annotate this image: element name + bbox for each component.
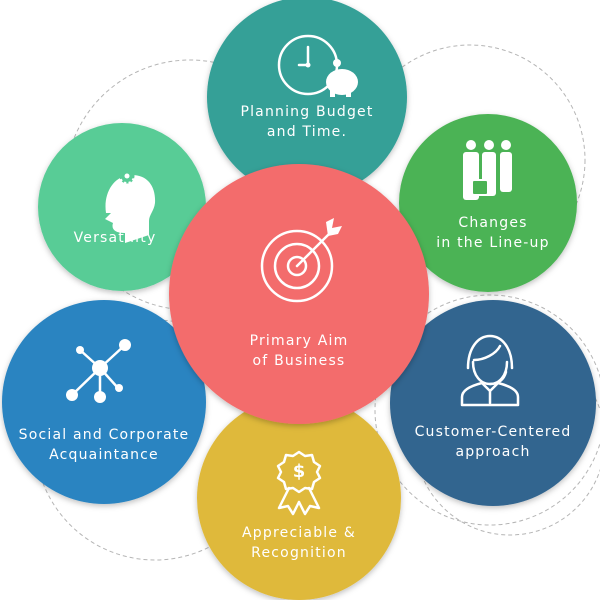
changes-circle (399, 114, 577, 292)
customer-circle (390, 300, 596, 506)
node-recognition: $ Appreciable & Recognition (197, 396, 401, 600)
social-label-2: Acquaintance (49, 447, 159, 463)
changes-label-1: Changes (458, 215, 527, 231)
clock-piggybank-icon (277, 34, 358, 97)
planning-label-2: and Time. (267, 124, 347, 140)
target-icon (260, 218, 342, 303)
center-circle (169, 164, 429, 424)
node-versatility: Versatility (38, 123, 206, 291)
head-gear-icon (105, 168, 156, 243)
customer-label-2: approach (455, 444, 530, 460)
node-planning: Planning Budget and Time. (207, 0, 407, 197)
node-center-primary-aim: Primary Aim of Business (169, 164, 429, 424)
node-customer: Customer-Centered approach (390, 300, 596, 506)
social-circle (2, 300, 206, 504)
social-label-1: Social and Corporate (19, 427, 190, 443)
recognition-label-1: Appreciable & (242, 525, 356, 541)
svg-text:$: $ (293, 461, 306, 482)
planning-label-1: Planning Budget (240, 104, 373, 120)
center-label-2: of Business (253, 353, 346, 369)
dollar-badge-icon: $ (276, 450, 322, 516)
center-label-1: Primary Aim (250, 333, 349, 349)
customer-label-1: Customer-Centered (415, 424, 572, 440)
people-luggage-icon (463, 140, 512, 200)
headset-agent-icon (460, 334, 520, 407)
versatility-label: Versatility (74, 230, 157, 246)
recognition-circle (197, 396, 401, 600)
changes-label-2: in the Line-up (436, 235, 549, 251)
planning-circle (207, 0, 407, 197)
recognition-label-2: Recognition (251, 545, 347, 561)
network-icon (66, 339, 131, 403)
node-social: Social and Corporate Acquaintance (2, 300, 206, 504)
node-changes: Changes in the Line-up (399, 114, 577, 292)
